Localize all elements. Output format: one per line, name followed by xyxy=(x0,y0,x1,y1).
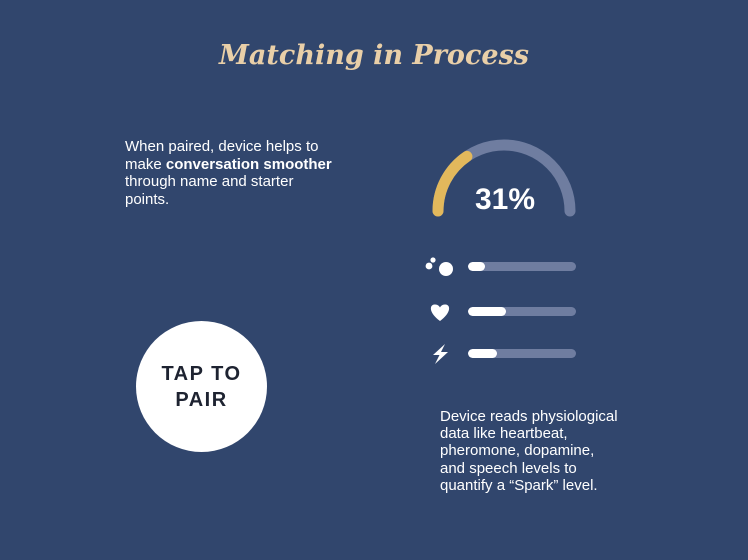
page-title: Matching in Process xyxy=(219,40,529,71)
pheromone-dots-icon xyxy=(425,257,453,276)
heart-icon xyxy=(430,304,450,321)
tap-to-pair-line2: PAIR xyxy=(175,388,228,411)
gauge-fill xyxy=(432,150,473,217)
lightning-icon xyxy=(433,344,448,364)
intro-text-part2: through name and starter points. xyxy=(125,173,294,208)
tap-to-pair-button[interactable]: TAP TO PAIR xyxy=(136,321,267,452)
heartbeat-level-bar xyxy=(468,307,576,316)
tap-to-pair-line1: TAP TO xyxy=(161,362,242,385)
gauge-percentage: 31% xyxy=(474,183,536,216)
heartbeat-level-fill xyxy=(468,307,506,316)
pheromone-level-fill xyxy=(468,262,486,271)
spark-gauge xyxy=(432,139,576,217)
intro-text: When paired, device helps to make conver… xyxy=(125,138,335,208)
energy-level-bar xyxy=(468,349,576,358)
device-description: Device reads physiological data like hea… xyxy=(440,408,618,494)
energy-level-fill xyxy=(468,349,498,358)
intro-text-bold: conversation smoother xyxy=(165,155,332,173)
intro-text-part1: When paired, device helps to make xyxy=(125,138,319,173)
pheromone-level-bar xyxy=(468,262,576,271)
